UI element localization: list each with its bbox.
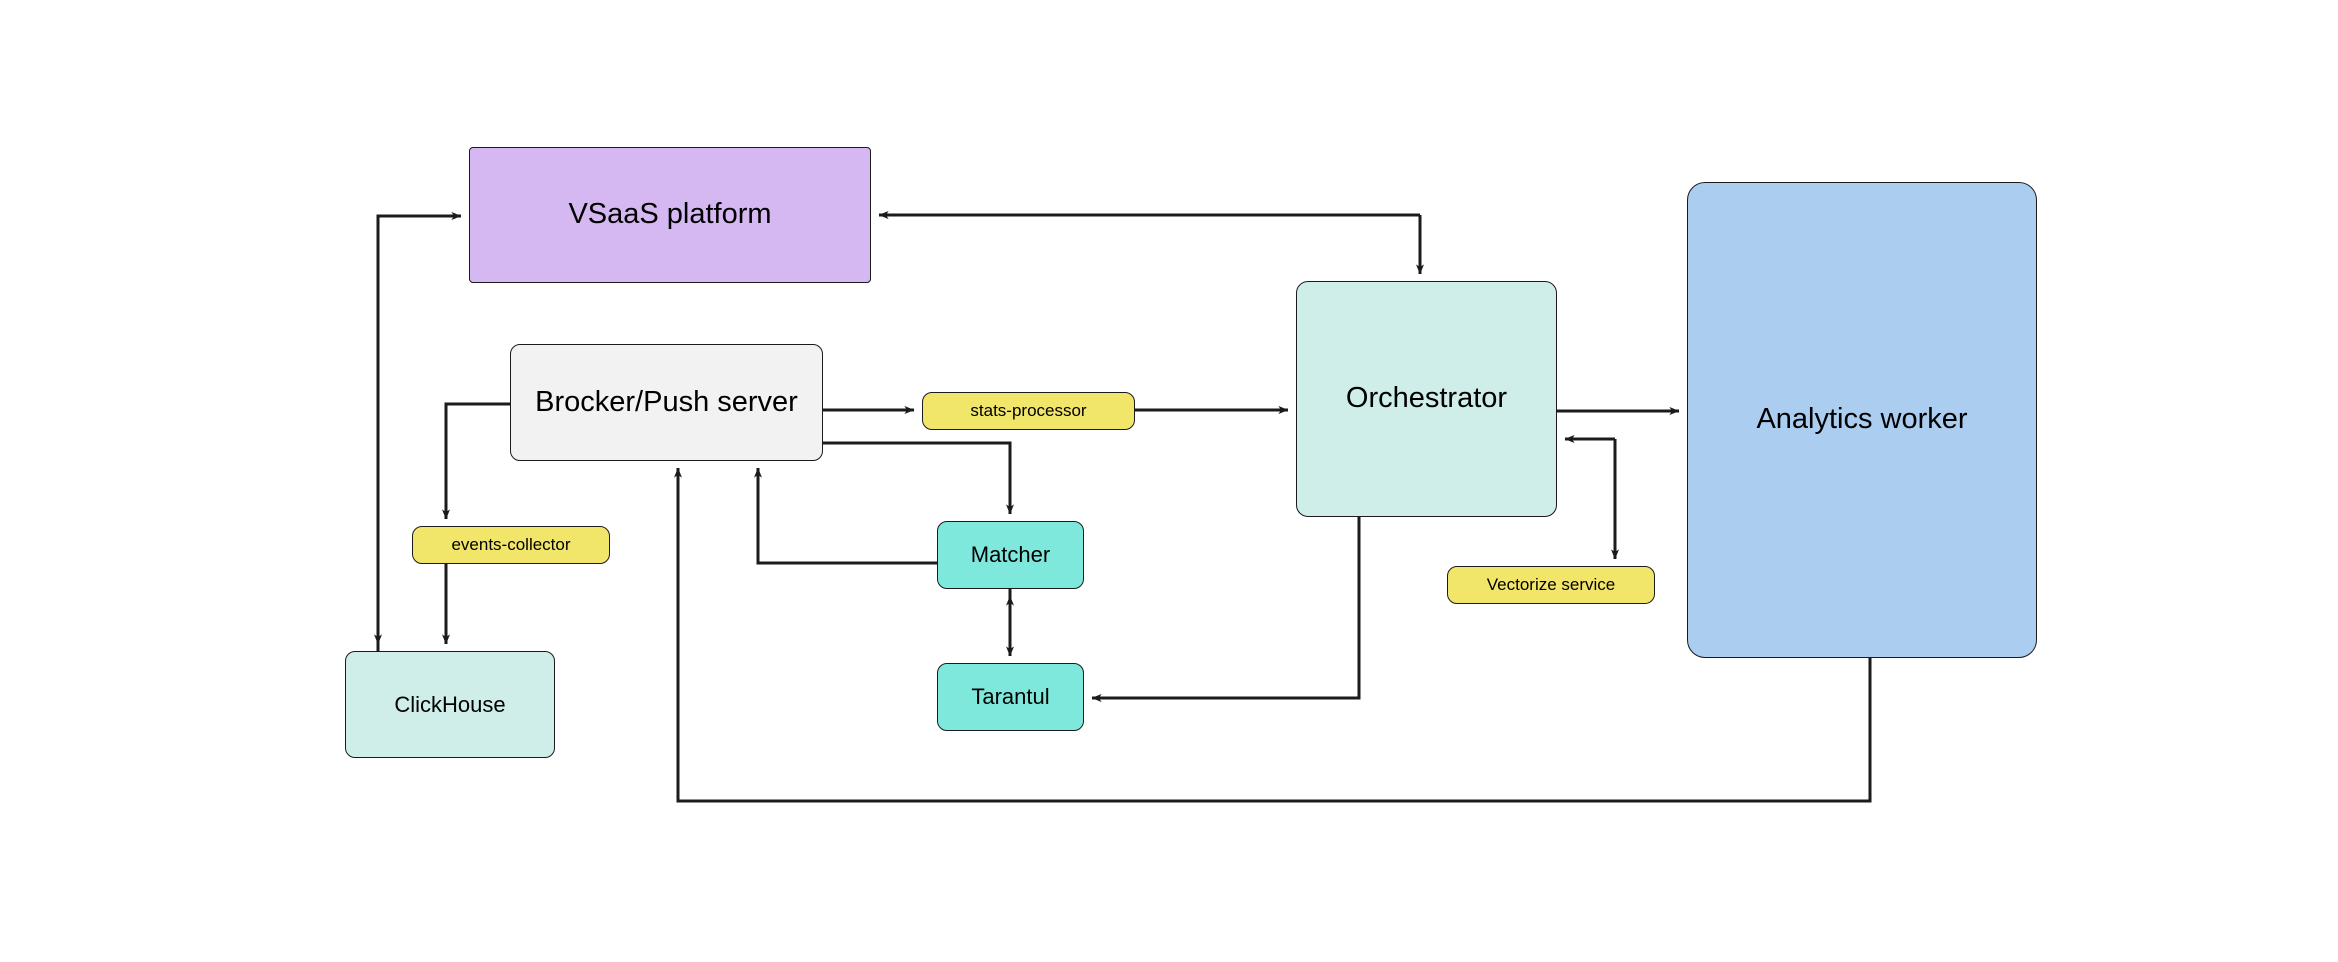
node-label-events-collector: events-collector: [451, 535, 571, 555]
node-label-brocker-push-server: Brocker/Push server: [535, 385, 798, 418]
edge-brocker-to-matcher: [823, 441, 1014, 515]
edge-clickhouse-to-vsaas: [376, 212, 462, 651]
node-label-tarantul: Tarantul: [971, 684, 1050, 710]
node-brocker-push-server[interactable]: Brocker/Push server: [510, 344, 823, 461]
node-label-stats-processor: stats-processor: [970, 401, 1087, 421]
node-analytics-worker[interactable]: Analytics worker: [1687, 182, 2037, 658]
node-stats-processor[interactable]: stats-processor: [922, 392, 1135, 430]
edge-analytics-worker-to-brocker: [674, 467, 1872, 803]
edge-brocker-to-events-collector: [442, 402, 510, 520]
node-vsaas-platform[interactable]: VSaaS platform: [469, 147, 871, 283]
node-tarantul[interactable]: Tarantul: [937, 663, 1084, 731]
node-orchestrator[interactable]: Orchestrator: [1296, 281, 1557, 517]
edge-orchestrator-to-tarantul: [1091, 517, 1361, 702]
node-label-clickhouse: ClickHouse: [394, 691, 506, 717]
node-matcher[interactable]: Matcher: [937, 521, 1084, 589]
node-label-matcher: Matcher: [970, 542, 1051, 568]
node-label-vectorize-service: Vectorize service: [1486, 575, 1616, 595]
node-clickhouse[interactable]: ClickHouse: [345, 651, 555, 758]
node-vectorize-service[interactable]: Vectorize service: [1447, 566, 1655, 604]
node-label-orchestrator: Orchestrator: [1345, 382, 1508, 415]
node-label-analytics-worker: Analytics worker: [1756, 403, 1968, 436]
node-label-vsaas-platform: VSaaS platform: [568, 198, 772, 231]
node-events-collector[interactable]: events-collector: [412, 526, 610, 564]
edge-matcher-to-brocker: [754, 467, 937, 565]
